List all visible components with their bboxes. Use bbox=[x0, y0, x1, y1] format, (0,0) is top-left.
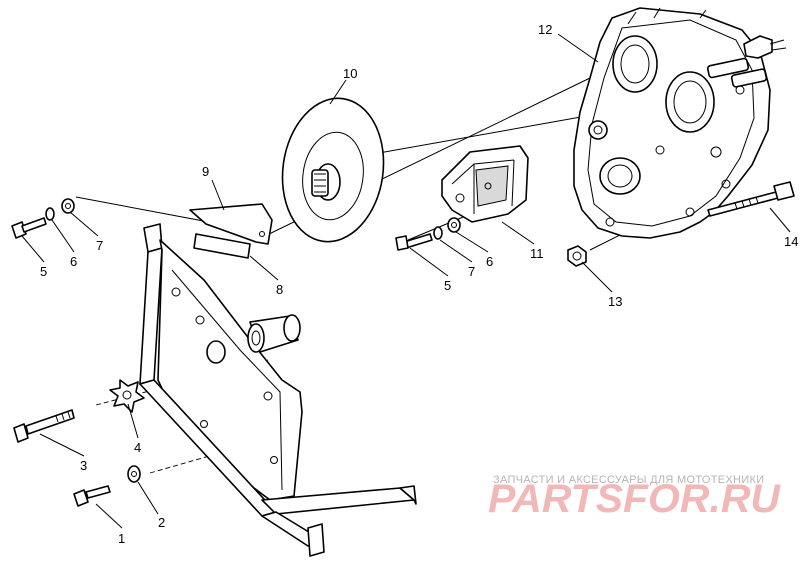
callout-labels: 1 2 3 4 5 6 7 5 7 6 8 9 10 11 12 13 14 bbox=[40, 22, 798, 546]
bolt-washer-set-left bbox=[11, 198, 75, 239]
nut-13 bbox=[567, 245, 587, 267]
plate-9 bbox=[189, 203, 273, 245]
gear-case-housing bbox=[573, 7, 787, 239]
callout-10: 10 bbox=[343, 66, 357, 81]
callout-13: 13 bbox=[608, 294, 622, 309]
callout-4: 4 bbox=[134, 440, 141, 455]
callout-6-left: 6 bbox=[70, 254, 77, 269]
washer-2 bbox=[127, 465, 141, 483]
star-knob-4 bbox=[109, 379, 145, 413]
plate-8 bbox=[193, 233, 251, 259]
callout-7-left: 7 bbox=[96, 238, 103, 253]
sheave-disc-10 bbox=[281, 97, 385, 243]
callout-8: 8 bbox=[276, 282, 283, 297]
support-frame bbox=[139, 223, 417, 557]
callout-leaders bbox=[21, 33, 791, 529]
callout-11: 11 bbox=[530, 246, 544, 261]
spacer-bushing bbox=[247, 314, 301, 353]
callout-1: 1 bbox=[118, 531, 125, 546]
watermark-tagline: ЗАПЧАСТИ И АКСЕССУАРЫ ДЛЯ МОТОТЕХНИКИ bbox=[493, 474, 764, 486]
callout-5-right: 5 bbox=[444, 278, 451, 293]
bolt-1 bbox=[73, 485, 111, 507]
bolt-14 bbox=[707, 181, 795, 217]
callout-9: 9 bbox=[202, 164, 209, 179]
bracket-11 bbox=[441, 145, 529, 223]
callout-14: 14 bbox=[784, 234, 798, 249]
watermark-logo: PARTSFOR.RU bbox=[488, 477, 781, 521]
callout-5-left: 5 bbox=[40, 264, 47, 279]
callout-12: 12 bbox=[538, 22, 552, 37]
callout-2: 2 bbox=[158, 515, 165, 530]
callout-7-right: 7 bbox=[468, 264, 475, 279]
watermark: ЗАПЧАСТИ И АКСЕССУАРЫ ДЛЯ МОТОТЕХНИКИ PA… bbox=[488, 474, 781, 521]
bolt-3 bbox=[13, 409, 75, 443]
callout-3: 3 bbox=[80, 458, 87, 473]
callout-6-right: 6 bbox=[486, 254, 493, 269]
bolt-washer-set-right bbox=[395, 217, 461, 251]
